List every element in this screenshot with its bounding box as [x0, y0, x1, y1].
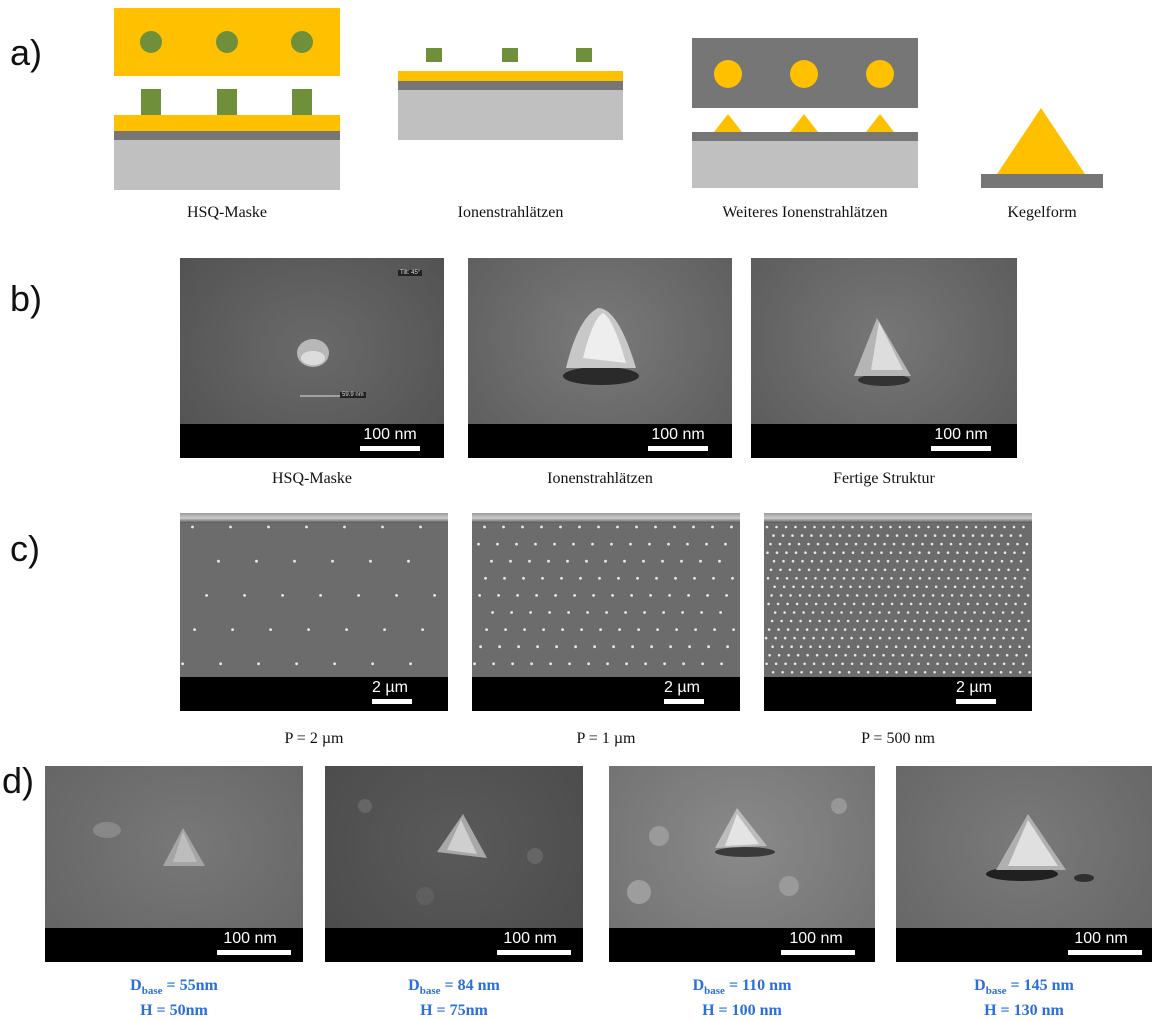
panel-label-b: b)	[10, 278, 43, 319]
tilt-label: Tilt: 45°	[398, 270, 423, 276]
scale-label: 100 nm	[363, 426, 417, 443]
caption-b-3: Fertige Struktur	[833, 470, 935, 487]
cone-feature	[854, 318, 911, 386]
scale-label: 100 nm	[223, 930, 277, 947]
sem-b-hsq-mask: 59.9 nm Tilt: 45° 100 nm	[180, 258, 444, 458]
caption-c-2: P = 1 µm	[576, 730, 636, 747]
cone-feature	[358, 799, 543, 905]
dot-array	[181, 525, 436, 666]
dbase-label: Dbase = 84 nm	[408, 977, 500, 998]
scale-bar	[497, 950, 571, 955]
sem-d-1: 100 nm	[45, 766, 303, 962]
caption-a-4: Kegelform	[1007, 204, 1077, 221]
sem-b-ion-etching: 100 nm	[468, 258, 732, 458]
height-label: H = 100 nm	[702, 1002, 782, 1020]
sem-b-finished-structure: 100 nm	[751, 258, 1017, 458]
height-label: H = 75nm	[420, 1002, 488, 1020]
scale-bar	[931, 446, 991, 451]
sem-d-4: 100 nm	[896, 766, 1152, 962]
scale-label: 2 µm	[956, 679, 992, 696]
dot-array	[473, 525, 735, 666]
dbase-label: Dbase = 55nm	[130, 977, 218, 998]
cone-feature	[986, 814, 1094, 882]
caption-d-4: Dbase = 145 nm H = 130 nm	[896, 976, 1152, 1021]
etched-feature	[563, 308, 639, 385]
scale-label: 100 nm	[1074, 930, 1128, 947]
sem-c-period-2um: 2 µm	[180, 513, 448, 711]
cone-feature	[93, 822, 205, 866]
caption-c-1: P = 2 µm	[284, 730, 344, 747]
caption-d-1: Dbase = 55nm H = 50nm	[45, 976, 303, 1021]
caption-a-2: Ionenstrahlätzen	[457, 204, 564, 221]
schematic-further-etching	[692, 38, 918, 188]
dbase-label: Dbase = 110 nm	[692, 977, 792, 998]
panel-label-d: d)	[2, 760, 35, 801]
sem-c-period-1um: 2 µm	[472, 513, 740, 711]
scale-bar	[781, 950, 855, 955]
caption-b-1: HSQ-Maske	[272, 470, 352, 487]
sem-d-2: 100 nm	[325, 766, 583, 962]
panel-label-a: a)	[10, 32, 43, 73]
scale-label: 100 nm	[651, 426, 705, 443]
caption-b-2: Ionenstrahlätzen	[547, 470, 653, 487]
scale-bar	[956, 699, 996, 704]
caption-d-3: Dbase = 110 nm H = 100 nm	[609, 976, 875, 1021]
sem-d-3: 100 nm	[609, 766, 875, 962]
measure-label: 59.9 nm	[340, 392, 366, 398]
height-label: H = 130 nm	[984, 1002, 1064, 1020]
scale-label: 100 nm	[503, 930, 557, 947]
schematic-ion-beam-etching	[398, 48, 623, 140]
hsq-feature	[297, 339, 340, 397]
scale-bar	[664, 699, 704, 704]
dbase-label: Dbase = 145 nm	[974, 977, 1074, 998]
caption-c-3: P = 500 nm	[861, 730, 935, 747]
scale-bar	[217, 950, 291, 955]
scale-label: 2 µm	[372, 679, 408, 696]
height-label: H = 50nm	[140, 1002, 208, 1020]
caption-a-1: HSQ-Maske	[187, 204, 267, 221]
schematic-hsq-mask	[114, 8, 340, 190]
panel-label-c: c)	[10, 528, 40, 569]
cone-feature	[627, 798, 847, 904]
schematic-cone-shape	[981, 108, 1103, 188]
scale-label: 2 µm	[664, 679, 700, 696]
caption-a-3: Weiteres Ionenstrahlätzen	[722, 204, 888, 221]
scale-label: 100 nm	[934, 426, 988, 443]
caption-d-2: Dbase = 84 nm H = 75nm	[325, 976, 583, 1021]
dot-array	[764, 525, 1031, 674]
scale-bar	[360, 446, 420, 451]
sem-c-period-500nm: 2 µm	[764, 513, 1032, 711]
scale-bar	[648, 446, 708, 451]
scale-bar	[372, 699, 412, 704]
scale-bar	[1068, 950, 1142, 955]
scale-label: 100 nm	[789, 930, 843, 947]
